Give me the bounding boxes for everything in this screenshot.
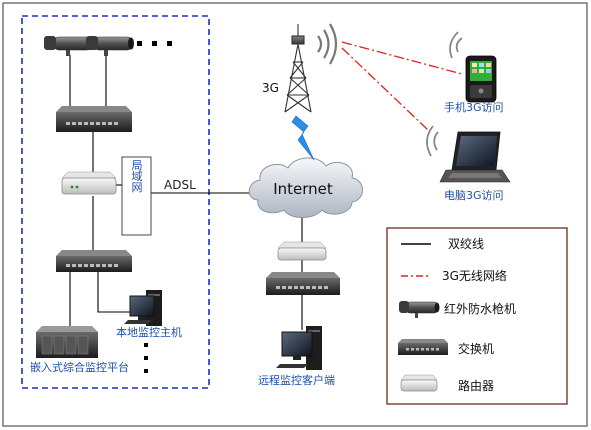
cell-tower-icon — [284, 24, 312, 113]
internet-label: Internet — [273, 180, 333, 198]
internet-cloud-icon — [248, 157, 363, 218]
laptop-computer-icon — [439, 131, 511, 183]
more-cameras-ellipsis — [137, 41, 172, 46]
mobile-phone-icon — [465, 55, 497, 103]
router-icon — [61, 171, 117, 195]
wireless-3g-links — [341, 41, 463, 131]
remote-client-label: 远程监控客户端 — [258, 373, 335, 387]
legend-label-switch: 交换机 — [458, 341, 494, 356]
nvr-platform-icon — [36, 326, 98, 358]
router-icon — [277, 241, 327, 261]
legend-label-3g-wireless: 3G无线网络 — [442, 268, 507, 283]
tower-signal-waves — [317, 23, 338, 65]
more-devices-ellipsis — [144, 343, 148, 373]
adsl-label: ADSL — [164, 178, 196, 192]
legend-switch-icon — [398, 339, 448, 355]
embedded-platform-label: 嵌入式综合监控平台 — [30, 360, 129, 374]
legend-camera-icon — [399, 301, 440, 318]
local-network-box — [21, 15, 210, 389]
desktop-computer-icon — [276, 326, 322, 370]
lan-label: 局域网 — [130, 159, 143, 193]
laptop-signal-waves — [426, 125, 439, 157]
legend-label-router: 路由器 — [458, 378, 494, 393]
lan-label-box — [121, 156, 152, 236]
local-host-label: 本地监控主机 — [116, 325, 182, 339]
laptop-access-label: 电脑3G访问 — [444, 189, 504, 202]
phone-access-label: 手机3G访问 — [444, 100, 504, 114]
switch-icon — [56, 106, 132, 132]
phone-signal-waves — [449, 31, 463, 59]
tower-label: 3G — [262, 81, 279, 95]
desktop-computer-icon — [124, 290, 162, 326]
legend-label-camera: 红外防水枪机 — [444, 301, 516, 316]
camera-icon — [86, 36, 134, 56]
legend-label-twisted-pair: 双绞线 — [448, 236, 484, 251]
legend-router-icon — [400, 374, 438, 392]
wireless-lightning-icon — [291, 115, 315, 161]
legend: 双绞线 3G无线网络 红外防水枪机 交换机 路由器 — [386, 227, 568, 405]
switch-icon — [266, 272, 340, 295]
switch-icon — [56, 250, 132, 272]
